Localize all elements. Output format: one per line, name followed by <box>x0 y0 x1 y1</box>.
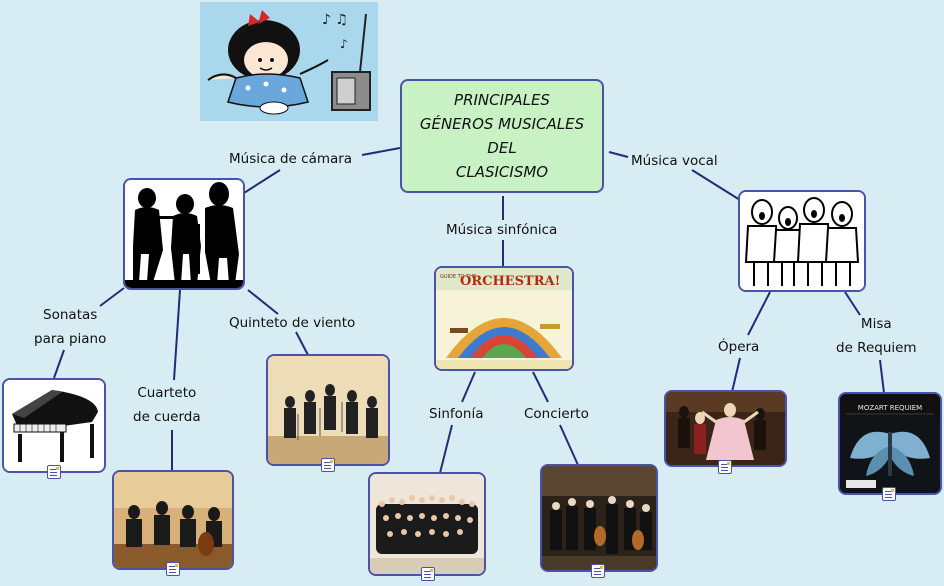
requiem-album-image[interactable]: MOZART REQUIEM <box>838 392 942 495</box>
leaf-label-concierto[interactable]: Concierto <box>524 406 589 422</box>
branch-label-vocal[interactable]: Música vocal <box>631 153 718 169</box>
orchestra-guide-image[interactable]: GUIDE TO THE ORCHESTRA! <box>434 266 574 371</box>
requiem-cover-title: MOZART REQUIEM <box>858 404 922 412</box>
leaf-label-misa[interactable]: Misa de Requiem <box>836 312 917 360</box>
wind-quintet-image[interactable] <box>266 354 390 466</box>
leaf-label-opera[interactable]: Ópera <box>718 339 760 355</box>
svg-text:♪: ♪ <box>340 37 348 51</box>
leaf-label-cuarteto-line-2: de cuerda <box>133 409 201 425</box>
piano-image[interactable] <box>2 378 106 473</box>
chamber-music-image[interactable] <box>123 178 245 290</box>
central-line-4: CLASICISMO <box>455 163 549 181</box>
note-icon-concierto[interactable] <box>591 564 605 578</box>
string-quartet-image[interactable] <box>112 470 234 570</box>
note-icon-sinfonia[interactable] <box>421 567 435 581</box>
leaf-label-misa-line-1: Misa <box>860 316 892 332</box>
concerto-image[interactable] <box>540 464 658 572</box>
opera-image[interactable] <box>664 390 787 467</box>
central-line-1: PRINCIPALES <box>454 91 550 109</box>
leaf-label-sinfonia[interactable]: Sinfonía <box>429 406 484 422</box>
note-icon-misa[interactable] <box>882 487 896 501</box>
leaf-label-sonatas-line-1: Sonatas <box>43 307 98 323</box>
mafalda-radio-image: ♪ ♫ ♪ <box>200 2 378 121</box>
note-icon-sonatas[interactable] <box>47 465 61 479</box>
symphony-image[interactable] <box>368 472 486 576</box>
branch-label-sinfonica[interactable]: Música sinfónica <box>446 222 558 238</box>
branch-label-camara[interactable]: Música de cámara <box>229 151 353 167</box>
vocal-music-image[interactable] <box>738 190 866 292</box>
note-icon-opera[interactable] <box>718 460 732 474</box>
orchestra-guide-prefix: GUIDE TO THE <box>440 274 476 280</box>
note-icon-cuarteto[interactable] <box>166 562 180 576</box>
central-line-2: GÉNEROS MUSICALES <box>419 115 585 133</box>
svg-text:♪ ♫: ♪ ♫ <box>322 12 348 28</box>
note-icon-quinteto[interactable] <box>321 458 335 472</box>
leaf-label-quinteto[interactable]: Quinteto de viento <box>229 315 356 331</box>
leaf-label-sonatas[interactable]: Sonatas para piano <box>34 303 106 351</box>
orchestra-guide-title: ORCHESTRA! <box>460 274 560 289</box>
central-line-3: DEL <box>487 139 517 157</box>
leaf-label-cuarteto-line-1: Cuarteto <box>137 385 197 401</box>
leaf-label-cuarteto[interactable]: Cuarteto de cuerda <box>133 381 201 429</box>
leaf-label-sonatas-line-2: para piano <box>34 331 107 347</box>
leaf-label-misa-line-2: de Requiem <box>836 340 917 356</box>
central-topic[interactable]: PRINCIPALES GÉNEROS MUSICALES DEL CLASIC… <box>400 79 604 193</box>
